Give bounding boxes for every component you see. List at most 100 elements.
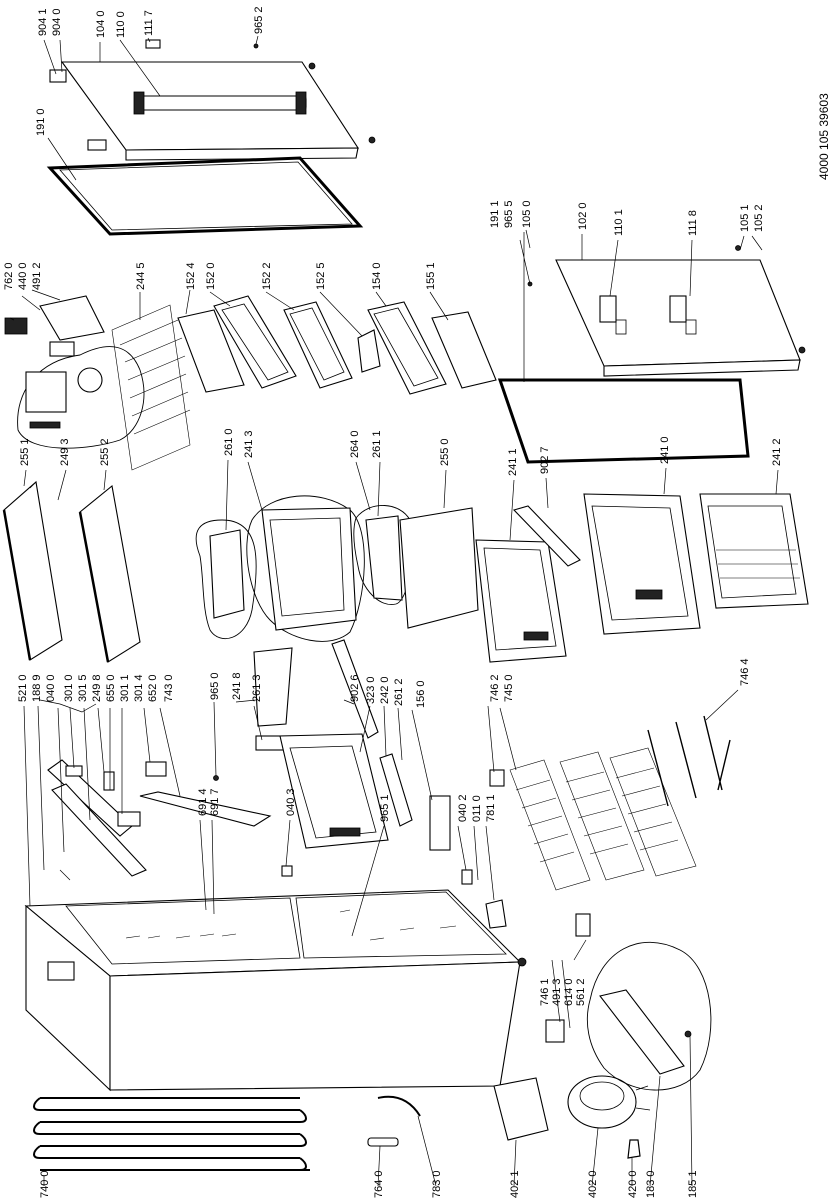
drawer-241-1-handle <box>523 631 549 641</box>
label-111-7: 111 7 <box>143 10 155 36</box>
door-foot <box>368 136 376 144</box>
crisper-support-outline <box>195 519 257 640</box>
label-110-1: 110 1 <box>613 209 625 236</box>
label-241-8: 241 8 <box>231 672 243 700</box>
label-691-7: 691 7 <box>209 788 221 816</box>
label-902-6: 902 6 <box>349 674 361 702</box>
compressor-402-0 <box>567 1075 637 1129</box>
label-152-0: 152 0 <box>205 262 217 290</box>
cabinet-side-panel <box>109 961 521 1091</box>
drawer-241-1 <box>475 539 567 663</box>
label-040-3: 040 3 <box>285 788 297 816</box>
compressor-pipes <box>635 1085 651 1111</box>
glass-shelf-255-1 <box>3 480 63 661</box>
label-152-2: 152 2 <box>261 262 273 290</box>
drawer-rail-264-0 <box>365 515 403 601</box>
label-746-4: 746 4 <box>739 658 751 686</box>
gasket-inner <box>59 161 353 231</box>
label-244-5: 244 5 <box>135 262 147 290</box>
label-904-1: 904 1 <box>37 8 49 36</box>
glass-shelf-255-0 <box>399 507 479 629</box>
document-number: 4000 105 39603 <box>817 93 831 180</box>
label-965-5: 965 5 <box>503 200 515 228</box>
label-185-1: 185 1 <box>687 1170 699 1198</box>
label-255-2: 255 2 <box>99 438 111 466</box>
glass-shelf-255-2 <box>79 484 141 663</box>
door-shelf-154-0 <box>367 301 447 395</box>
base-plate-183-0 <box>599 989 685 1075</box>
label-420-0: 420 0 <box>627 1170 639 1198</box>
screw-965-0 <box>213 775 219 781</box>
fridge-door-slot-1 <box>615 319 627 335</box>
label-183-0: 183 0 <box>645 1170 657 1198</box>
label-301-0: 301 0 <box>63 674 75 702</box>
shelf-inner-3 <box>373 307 439 387</box>
glass-shelf-trim-2 <box>78 511 110 663</box>
label-241-0: 241 0 <box>659 436 671 464</box>
shelf-inner-1 <box>221 303 289 381</box>
bottle-holder-155-1 <box>431 311 497 389</box>
cabinet-inner-freezer <box>65 897 301 965</box>
label-652-0: 652 0 <box>147 674 159 702</box>
label-104-0: 104 0 <box>95 10 107 38</box>
door-label-strip <box>145 39 161 49</box>
fridge-door-gasket <box>497 378 750 464</box>
label-191-1: 191 1 <box>489 200 501 228</box>
fan-holder <box>49 341 75 357</box>
base-plate-outline <box>586 941 712 1091</box>
door-hinge-small <box>87 139 107 151</box>
label-301-4: 301 4 <box>133 674 145 702</box>
label-965-0: 965 0 <box>209 672 221 700</box>
freezer-door-group <box>49 39 376 161</box>
label-105-2: 105 2 <box>753 204 765 232</box>
leader-lines <box>9 35 779 1187</box>
fan-assembly-outline <box>17 346 145 449</box>
drip-tray-402-1 <box>493 1077 549 1141</box>
door-shelf-152-2 <box>283 301 353 389</box>
label-902-7: 902 7 <box>539 446 551 474</box>
fridge-hinge-foot <box>798 346 806 354</box>
fridge-door-slot-2 <box>685 319 697 335</box>
label-301-1: 301 1 <box>119 674 131 702</box>
bulb-301-1 <box>103 771 115 791</box>
crisper-drawer-outline <box>246 495 365 642</box>
bracket-241-8 <box>253 647 293 727</box>
label-904-0: 904 0 <box>51 8 63 36</box>
glass-shelf-trim-3 <box>29 481 37 489</box>
label-783-0: 783 0 <box>431 1170 443 1198</box>
cabinet-inner-fridge <box>295 891 507 959</box>
profile-902-6 <box>331 639 379 739</box>
evaporator-rack-745-0 <box>509 747 697 891</box>
label-261-1: 261 1 <box>371 430 383 458</box>
label-152-4: 152 4 <box>185 262 197 290</box>
label-241-2: 241 2 <box>771 438 783 466</box>
fridge-door-handle-1 <box>599 295 617 323</box>
refrigerator-cabinet <box>24 889 527 1092</box>
profile-902-7 <box>512 505 581 567</box>
label-323-0: 323 0 <box>365 676 377 704</box>
freezer-door-side <box>125 147 359 161</box>
label-242-0: 242 0 <box>379 676 391 704</box>
crisper-drawer-inner <box>269 517 345 617</box>
base-screw-185-1 <box>684 1030 692 1038</box>
label-762-0: 762 0 <box>3 262 15 290</box>
cabinet-foot <box>517 957 527 967</box>
bracket-746-2 <box>489 769 505 787</box>
fan-cover <box>39 295 105 341</box>
cover-301-4 <box>117 811 141 827</box>
handle-cap-right <box>295 91 307 115</box>
handle-cap-left <box>133 91 145 115</box>
label-255-1: 255 1 <box>19 438 31 466</box>
compressor-top <box>579 1081 625 1111</box>
label-745-0: 745 0 <box>503 674 515 702</box>
drawer-241-0 <box>583 493 701 635</box>
drawer-241-2-inner <box>707 505 797 599</box>
air-duct-743-0 <box>139 791 272 827</box>
part-040-2 <box>461 869 473 885</box>
label-241-3: 241 3 <box>243 430 255 458</box>
condenser-740-0 <box>33 1097 310 1171</box>
label-301-5: 301 5 <box>77 674 89 702</box>
freezer-drawer-inner <box>289 745 377 839</box>
rail-261-2 <box>379 753 413 827</box>
fan-motor <box>25 371 67 413</box>
